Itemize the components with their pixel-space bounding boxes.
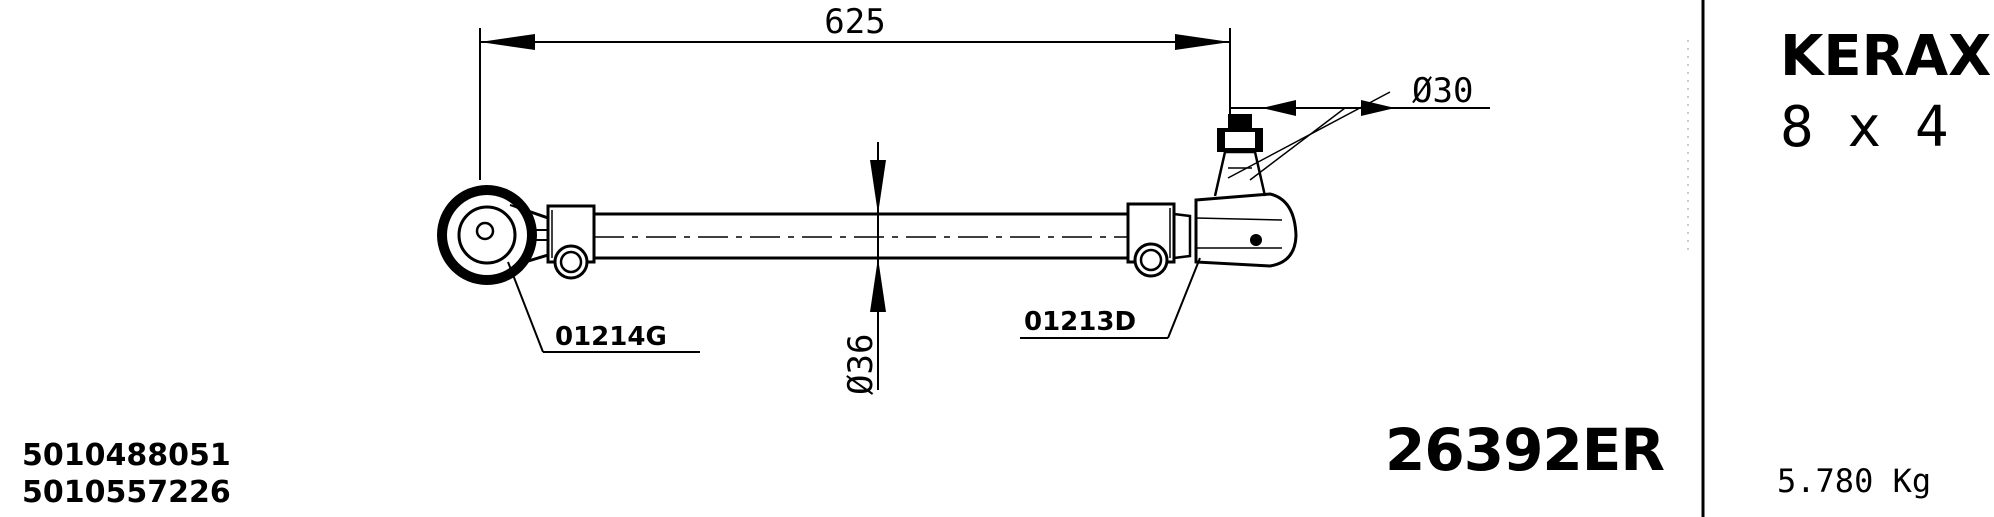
tube-diameter-label: Ø36 [841,334,881,395]
weight-label: 5.780 Kg [1777,462,1931,500]
right-end-reference: 01213D [1024,307,1136,337]
ball-diameter-dimension [1227,91,1490,181]
part-number: 26392ER [1385,416,1664,484]
right-clamp [1126,202,1192,278]
length-dimension-label: 625 [824,2,885,42]
left-end-reference: 01214G [555,322,667,352]
ball-diameter-label: Ø30 [1412,71,1473,111]
vehicle-model: KERAX [1780,24,1991,89]
oem-number-1: 5010488051 [22,438,231,473]
oem-number-2: 5010557226 [22,475,231,510]
leader-lines [507,257,1201,353]
left-eye-end [437,185,550,285]
right-ball-joint-end [1194,114,1298,268]
vehicle-config: 8 x 4 [1780,95,1949,160]
length-dimension [479,28,1231,180]
left-clamp [546,204,596,280]
tube [594,212,1128,260]
tube-diameter-dimension [870,142,886,390]
